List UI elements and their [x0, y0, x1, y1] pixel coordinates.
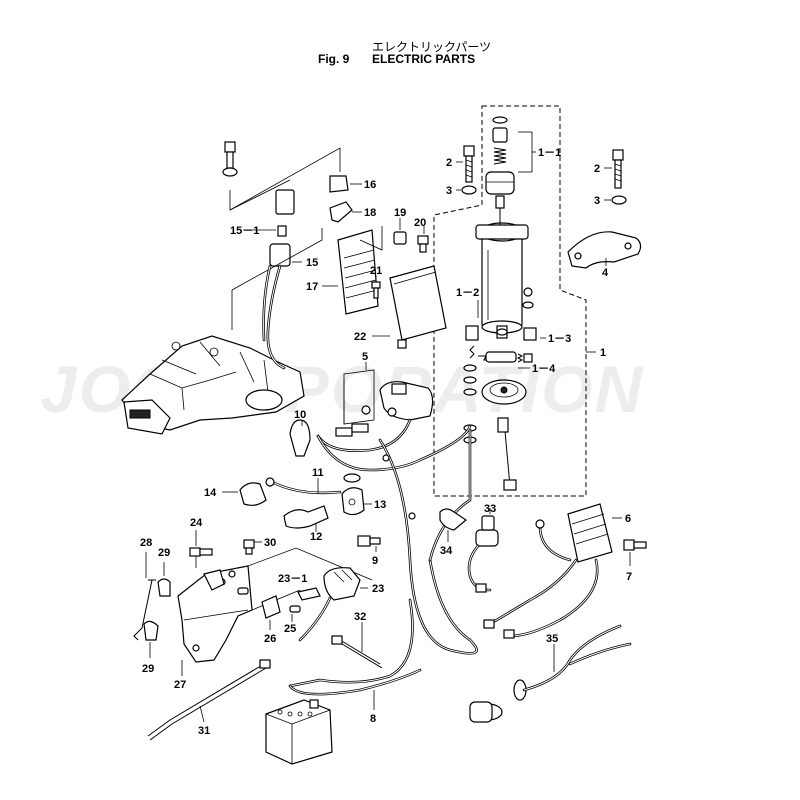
callout-30: 30 [264, 537, 276, 549]
figure-number: Fig. 9 [318, 52, 350, 66]
bolt-2-left [463, 145, 475, 183]
connector-cap [329, 175, 349, 193]
main-switch-35 [469, 679, 527, 723]
starter-nut [523, 287, 533, 297]
screw-24 [189, 547, 213, 557]
starter-washer [522, 301, 534, 309]
callout-32: 32 [354, 611, 366, 623]
battery-terminal-cap [239, 482, 267, 506]
callout-3-left: 3 [446, 185, 452, 197]
callout-27: 27 [174, 679, 186, 691]
harness-sleeve [283, 505, 329, 529]
callout-4: 4 [602, 267, 609, 279]
washer-3-right [611, 195, 627, 205]
callout-31: 31 [198, 725, 210, 737]
callout-17: 17 [306, 281, 318, 293]
callout-29-upper: 29 [158, 547, 170, 559]
callout-13: 13 [374, 499, 386, 511]
callout-23-1: 23－1 [278, 573, 307, 585]
bolt-9 [357, 535, 381, 547]
solenoid-bolts [335, 405, 371, 437]
collar [393, 231, 407, 245]
callout-29-lower: 29 [142, 663, 154, 675]
rectifier-cover [389, 265, 447, 349]
clip-29-upper [157, 578, 171, 597]
callout-15: 15 [306, 257, 318, 269]
callout-1: 1 [600, 347, 606, 359]
engine-mount-bracket [121, 335, 305, 435]
callout-1-4: 1－4 [532, 363, 556, 375]
callout-28: 28 [140, 537, 152, 549]
pinion-assembly [485, 116, 536, 195]
callout-11: 11 [312, 467, 324, 479]
rectifier-bracket [329, 201, 353, 223]
throttle-bracket [177, 565, 253, 663]
throttle-rod [133, 579, 153, 641]
callout-23: 23 [372, 583, 384, 595]
japanese-title: エレクトリックパーツ [372, 40, 492, 54]
battery [265, 699, 333, 765]
callout-2-left: 2 [446, 157, 452, 169]
callout-16: 16 [364, 179, 376, 191]
starter-bracket [567, 231, 642, 269]
callout-25: 25 [284, 623, 296, 635]
callout-18: 18 [364, 207, 376, 219]
callout-1-2: 1－2 [456, 287, 479, 299]
pin-23-1 [297, 587, 321, 601]
callout-1-1: 1－1 [538, 147, 561, 159]
neutral-switch [323, 567, 361, 601]
rectifier [337, 229, 379, 315]
screw-30 [243, 539, 255, 555]
cable-clip [341, 487, 365, 516]
callout-33: 33 [484, 503, 496, 515]
callout-1-3: 1－3 [548, 333, 571, 345]
starter-motor [475, 195, 529, 339]
figure-title: ELECTRIC PARTS [372, 52, 476, 66]
screw-20 [417, 235, 429, 253]
callout-9: 9 [372, 555, 378, 567]
voltage-regulator [567, 503, 613, 563]
callout-12: 12 [310, 531, 322, 543]
starter-solenoid [379, 381, 434, 421]
mount-line [229, 147, 341, 211]
starter-group-boundary [433, 105, 587, 497]
figure-header: エレクトリックパーツ Fig. 9 ELECTRIC PARTS [0, 38, 800, 78]
callout-2-right: 2 [594, 163, 600, 175]
callout-24: 24 [190, 517, 203, 529]
clip-29-lower [143, 620, 159, 641]
callout-10: 10 [294, 409, 306, 421]
brush-holder [465, 325, 537, 363]
callout-5: 5 [362, 351, 368, 363]
pin-25 [289, 605, 301, 613]
callout-3-right: 3 [594, 195, 600, 207]
key-switch-33 [475, 515, 499, 547]
mount-plate-5 [343, 369, 375, 425]
callout-15-1: 15－1 [230, 225, 259, 237]
starter-relay [269, 189, 295, 267]
callout-21: 21 [370, 265, 382, 277]
starter-end-cover [481, 379, 527, 405]
callout-14: 14 [204, 487, 217, 499]
washer-3-left [461, 185, 477, 195]
bolt-7 [623, 539, 647, 551]
callout-34: 34 [440, 545, 453, 557]
bolt-2-right [612, 149, 624, 189]
callout-19: 19 [394, 207, 406, 219]
cable-tie [339, 639, 383, 669]
callout-8: 8 [370, 713, 376, 725]
small-bracket-26 [261, 595, 281, 619]
callout-6: 6 [625, 513, 631, 525]
screw-top-left [224, 141, 236, 153]
callout-20: 20 [414, 217, 426, 229]
harness-clip [439, 508, 468, 531]
callout-35: 35 [546, 633, 558, 645]
callout-7: 7 [626, 571, 632, 583]
stop-cable [147, 663, 265, 737]
terminal-cap [289, 419, 311, 457]
callout-22: 22 [354, 331, 366, 343]
callout-26: 26 [264, 633, 276, 645]
